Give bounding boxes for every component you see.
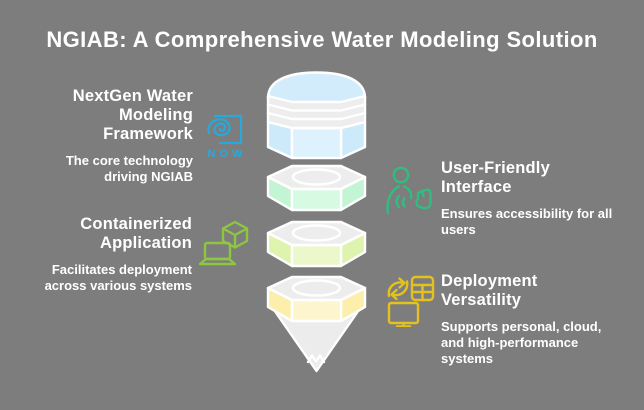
section-body: Supports personal, cloud, and high-perfo… [441, 319, 602, 366]
section-containerized: Containerized Application Facilitates de… [0, 215, 192, 294]
section-heading: NextGen Water Modeling Framework [72, 87, 193, 143]
funnel-layer-yellow [266, 275, 367, 323]
section-body: Ensures accessibility for all users [441, 206, 613, 237]
section-heading: Deployment Versatility [441, 272, 538, 309]
section-nextgen-framework: NextGen Water Modeling Framework The cor… [0, 87, 193, 185]
funnel-layer-lime [266, 220, 367, 268]
cone-zigzag [306, 354, 326, 364]
now-logo-icon: NOW [207, 114, 247, 159]
section-user-friendly: User-Friendly Interface Ensures accessib… [441, 159, 631, 238]
funnel-layer-green [266, 164, 367, 212]
funnel-layer-blue [266, 71, 367, 160]
deployment-systems-icon [387, 275, 435, 327]
now-logo-label: NOW [208, 148, 247, 159]
laptop-container-icon [198, 220, 249, 266]
section-body: Facilitates deployment across various sy… [44, 262, 192, 293]
section-heading: User-Friendly Interface [441, 159, 550, 196]
section-heading: Containerized Application [80, 215, 192, 252]
user-interaction-icon [386, 166, 432, 215]
section-deployment: Deployment Versatility Supports personal… [441, 272, 631, 367]
page-title: NGIAB: A Comprehensive Water Modeling So… [46, 27, 598, 52]
section-body: The core technology driving NGIAB [65, 153, 193, 184]
